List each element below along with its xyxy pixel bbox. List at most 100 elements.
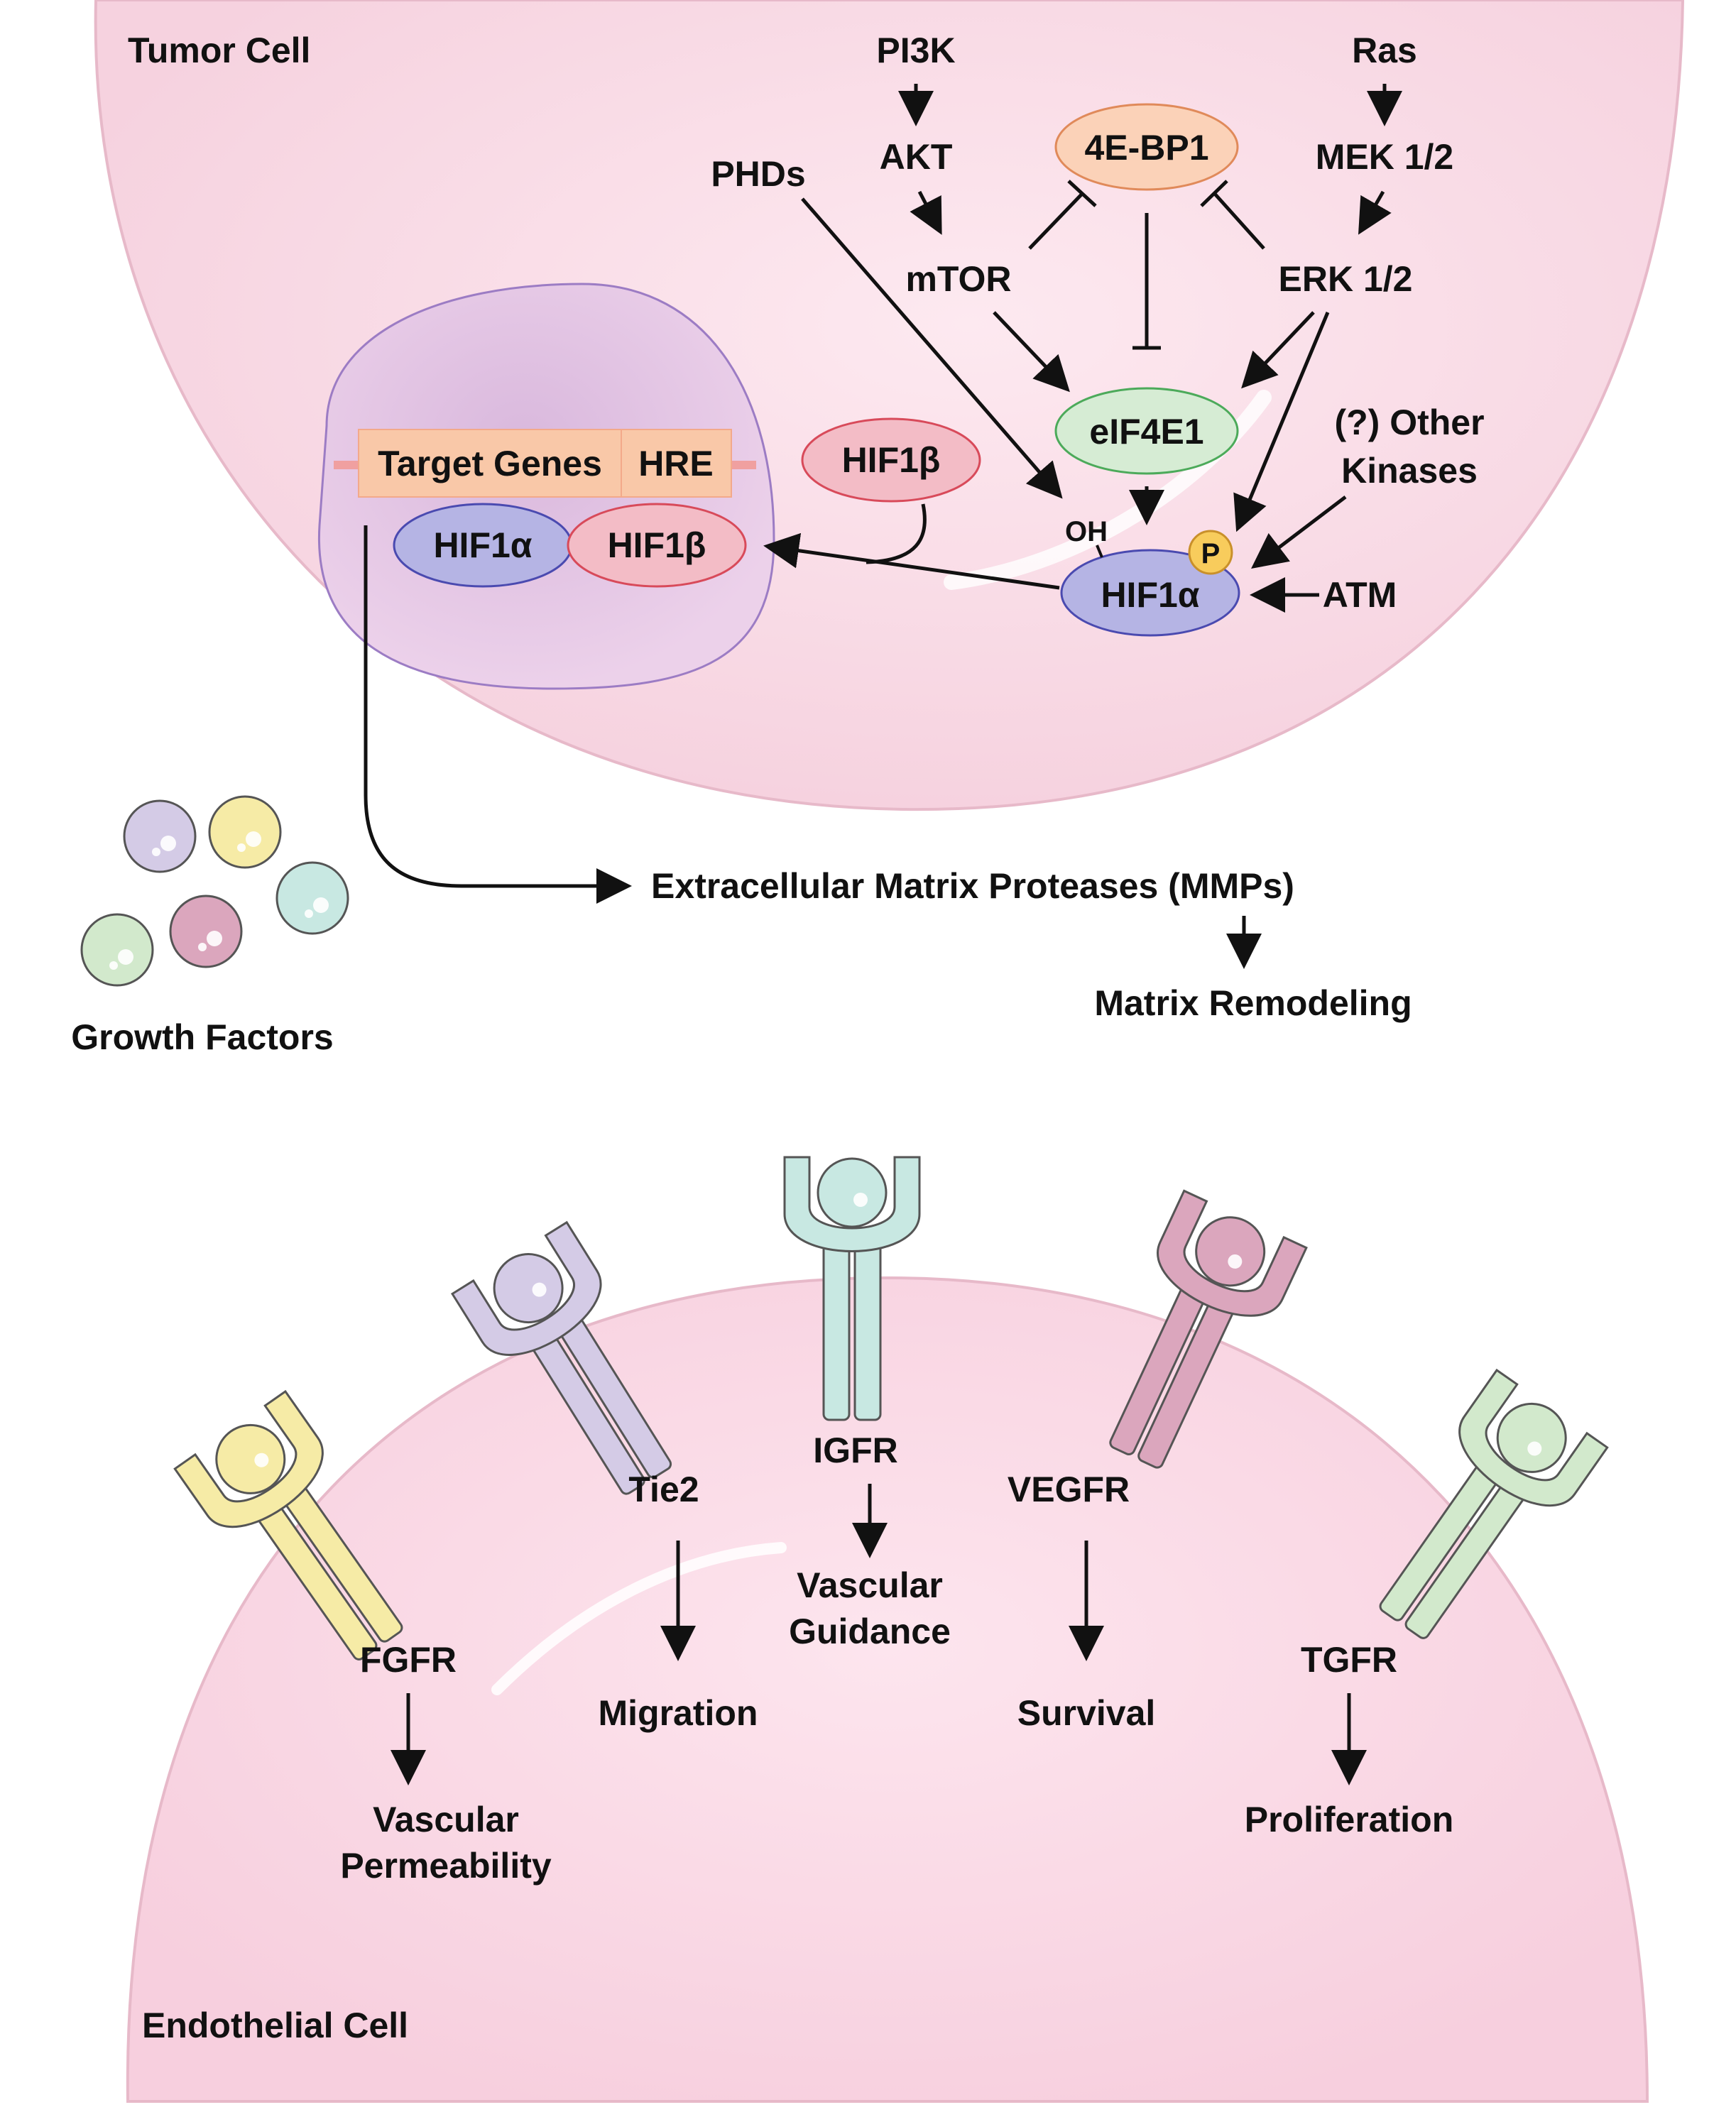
other-kinases-label-2: Kinases (1341, 451, 1478, 491)
arrow-hif1a-nucleus (763, 532, 1060, 590)
growth-factor-cluster (80, 795, 349, 987)
receptor-outcome-label: Vascular (797, 1565, 943, 1605)
receptor-fgfr (173, 1389, 403, 1661)
arrow-genes-mmps (364, 525, 632, 904)
growth-factor-ball (123, 799, 197, 873)
receptor-outcome-label: Guidance (789, 1612, 951, 1651)
fourebp1-label: 4E-BP1 (1084, 128, 1208, 168)
arrow-hif1b-join (866, 503, 927, 564)
hif1b-nuclear-oval (567, 503, 747, 588)
growth-factor-shine (152, 848, 160, 856)
inhibit-mtor-4ebp1-bar (1067, 180, 1097, 207)
hif1a-cyto-label: HIF1α (1101, 575, 1199, 615)
receptor-ligand (1496, 1402, 1567, 1473)
target-genes-box (358, 429, 622, 498)
growth-factor-shine (305, 909, 313, 918)
arrow-kinases-phospho (1251, 496, 1347, 569)
receptor-outcome-label: Migration (599, 1693, 758, 1733)
receptor-ligand-shine (1228, 1254, 1243, 1269)
atm-label: ATM (1323, 575, 1397, 615)
receptor-label: Tie2 (628, 1470, 699, 1509)
endothelial-cell-membrane (126, 1276, 1649, 2103)
hre-box (621, 429, 732, 498)
receptor-tgfr (1379, 1368, 1609, 1639)
phospho-circle (1188, 530, 1233, 575)
growth-factor-ball (169, 895, 243, 968)
receptor-arms (1157, 1189, 1308, 1317)
target-genes-label: Target Genes (378, 444, 602, 483)
akt-label: AKT (880, 137, 953, 177)
receptor-outcome-label: Permeability (340, 1846, 552, 1886)
receptor-igfr (783, 1156, 921, 1421)
receptor-tie2 (450, 1220, 672, 1495)
receptor-outcome-label: Survival (1017, 1693, 1156, 1733)
growth-factor-shine (109, 961, 118, 970)
receptor-label: TGFR (1301, 1640, 1397, 1680)
endothelial-cell-highlight (491, 1542, 787, 1695)
growth-factor-shine (246, 831, 261, 847)
receptor-ligand (817, 1157, 888, 1228)
receptor-outcome-label: Vascular (373, 1800, 519, 1839)
receptor-stalk (853, 1241, 882, 1421)
receptor-label: IGFR (813, 1431, 897, 1470)
receptor-ligand (1195, 1216, 1266, 1287)
eif4e1-label: eIF4E1 (1089, 412, 1203, 452)
mek-label: MEK 1/2 (1316, 137, 1454, 177)
receptor-ligand-shine (254, 1453, 269, 1467)
receptor-cluster (173, 1156, 1609, 1661)
arrow-mtor-eif4e1 (993, 311, 1070, 393)
arrow-erk-phospho (1233, 312, 1330, 532)
hif1a-cyto-oval (1060, 549, 1240, 637)
matrix-remodeling-label: Matrix Remodeling (1094, 983, 1412, 1023)
mtor-label: mTOR (905, 259, 1011, 299)
receptor-arms (783, 1156, 921, 1252)
receptor-vegfr (1109, 1189, 1308, 1469)
receptor-label: FGFR (360, 1640, 457, 1680)
oh-label: OH (1065, 516, 1108, 547)
growth-factor-shine (207, 931, 222, 946)
arrow-mek-erk (1358, 190, 1392, 235)
inhibit-erk-4ebp1-bar (1200, 180, 1228, 207)
mmps-label: Extracellular Matrix Proteases (MMPs) (651, 866, 1294, 906)
oh-tether (1096, 545, 1103, 558)
arrow-akt-mtor (910, 190, 942, 235)
hif1b-nuclear-label: HIF1β (608, 525, 706, 565)
receptor-label: VEGFR (1008, 1470, 1130, 1509)
receptor-ligand (215, 1423, 286, 1494)
growth-factor-ball (80, 913, 154, 987)
growth-factor-ball (208, 795, 282, 869)
pi3k-label: PI3K (876, 31, 955, 70)
growth-factor-shine (160, 836, 176, 851)
tumor-cell-label: Tumor Cell (128, 31, 310, 70)
hif1b-cyto-oval (801, 417, 981, 503)
receptor-ligand-shine (853, 1193, 868, 1207)
receptor-outcome-label: Proliferation (1245, 1800, 1453, 1839)
receptor-stalk (822, 1241, 851, 1421)
endothelial-cell-highlight-2 (1578, 1642, 1638, 1794)
receptor-ligand (493, 1253, 564, 1324)
receptor-ligand-shine (532, 1282, 547, 1297)
hif1a-nuclear-label: HIF1α (433, 525, 532, 565)
receptor-arms (1458, 1368, 1609, 1507)
eif4e1-oval (1054, 387, 1239, 475)
ras-label: Ras (1352, 31, 1417, 70)
growth-factors-label: Growth Factors (71, 1017, 333, 1057)
hif1b-cyto-label: HIF1β (842, 440, 941, 480)
arrow-erk-eif4e1 (1241, 311, 1315, 389)
growth-factor-shine (198, 943, 207, 951)
phospho-label: P (1201, 538, 1221, 569)
receptor-arms (450, 1220, 602, 1356)
arrow-phds-hif1a (801, 197, 1063, 499)
other-kinases-label-1: (?) Other (1334, 403, 1484, 442)
growth-factor-shine (237, 843, 246, 852)
growth-factor-shine (118, 949, 133, 965)
receptor-ligand-shine (1527, 1441, 1542, 1456)
growth-factor-shine (313, 897, 329, 913)
erk-label: ERK 1/2 (1279, 259, 1413, 299)
inhibit-erk-4ebp1 (1213, 192, 1265, 250)
fourebp1-oval (1054, 103, 1239, 191)
phds-label: PHDs (711, 154, 805, 194)
growth-factor-ball (275, 861, 349, 935)
